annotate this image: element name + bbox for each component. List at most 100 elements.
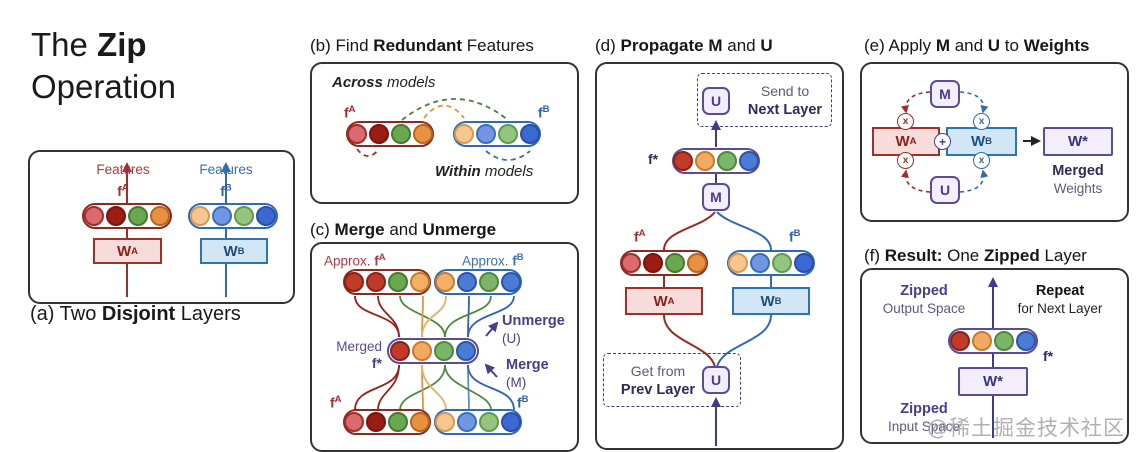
send-to-label: Send to Next Layer [747,83,823,118]
feature-row-fa [82,203,172,229]
feature-circle [643,253,663,273]
feature-row-fb-d [727,250,815,276]
feature-circle [212,206,232,226]
fa-label-d: fA [634,228,646,245]
feature-circle [457,272,477,292]
unmerge-label: Unmerge (U) [502,313,565,346]
across-models-label: Across models [332,74,436,91]
feature-circle [520,124,540,144]
feature-circle [84,206,104,226]
feature-circle [479,412,499,432]
panel-a-caption: (a) Two Disjoint Layers [30,303,241,325]
fstar-label-f: f* [1043,348,1054,364]
feature-circle [412,341,432,361]
feature-circle [344,412,364,432]
send-to-next-layer-box [697,73,832,127]
m-box-e: M [930,80,960,108]
feature-circle [434,341,454,361]
u-box-top: U [702,87,730,115]
figure-title: The Zip Operation [31,24,176,108]
feature-row-fb-b [453,121,541,147]
feature-circle [388,272,408,292]
fa-label-b: fA [344,104,356,121]
panel-f-header: (f) Result: One Zipped Layer [864,246,1087,265]
fb-label-c: fB [517,394,529,411]
get-from-label: Get from Prev Layer [620,363,696,398]
merge-label: Merge (M) [506,357,549,390]
feature-row-fa-c [343,409,431,435]
feature-circle [794,253,814,273]
feature-circle [410,272,430,292]
feature-circle [972,331,992,351]
feature-circle [621,253,641,273]
approx-row-fa [343,269,431,295]
feature-circle [413,124,433,144]
watermark: @稀土掘金技术社区 [927,416,1125,440]
feature-circle [673,151,693,171]
feature-row-fb [188,203,278,229]
feature-circle [234,206,254,226]
feature-circle [457,412,477,432]
within-models-label: Within models [435,163,534,180]
features-a-label: Features fA [83,161,163,201]
feature-row-fa-b [346,121,434,147]
feature-circle [347,124,367,144]
approx-fb-label: Approx. fB [462,252,524,269]
feature-circle [728,253,748,273]
feature-circle [501,412,521,432]
feature-circle [190,206,210,226]
multiply-circle-wa-top: x [897,113,914,130]
feature-circle [665,253,685,273]
approx-fa-label: Approx. fA [324,252,386,269]
zipped-input-space-label: Zipped Input Space [887,401,961,434]
feature-circle [994,331,1014,351]
feature-circle [498,124,518,144]
title-operation: Operation [31,68,176,105]
features-b-label: Features fB [186,161,266,201]
feature-circle [454,124,474,144]
weight-box-wstar-f: W* [958,367,1028,396]
feature-circle [772,253,792,273]
feature-circle [344,272,364,292]
fa-label-c: fA [330,394,342,411]
fb-label-d: fB [789,228,801,245]
features-a-text: Features [96,162,150,177]
plus-circle: + [934,133,951,150]
multiply-circle-wb-bottom: x [973,152,990,169]
feature-row-fb-c [434,409,522,435]
feature-circle [150,206,170,226]
merged-weights-label: Merged Weights [1052,163,1104,196]
feature-circle [479,272,499,292]
features-b-text: Features [199,162,253,177]
fb-label: fB [220,182,232,199]
feature-circle [366,412,386,432]
feature-circle [456,341,476,361]
approx-row-fb [434,269,522,295]
feature-circle [391,124,411,144]
feature-circle [1016,331,1036,351]
feature-circle [687,253,707,273]
panel-d-header: (d) Propagate M and U [595,36,773,55]
feature-circle [739,151,759,171]
zipped-row-fstar [948,328,1038,354]
feature-circle [717,151,737,171]
feature-circle [128,206,148,226]
multiply-circle-wb-top: x [973,113,990,130]
feature-circle [950,331,970,351]
panel-e-header: (e) Apply M and U to Weights [864,36,1090,55]
fstar-label-d: f* [648,151,659,167]
title-zip: Zip [97,26,147,63]
merged-row-fstar [387,338,479,364]
feature-circle [750,253,770,273]
zipped-output-space-label: Zipped Output Space [882,283,966,316]
multiply-circle-wa-bottom: x [897,152,914,169]
fa-label: fA [117,182,129,199]
weight-box-wstar-e: W* [1043,127,1113,156]
u-box-bottom: U [702,366,730,394]
feature-row-fa-d [620,250,708,276]
feature-circle [388,412,408,432]
